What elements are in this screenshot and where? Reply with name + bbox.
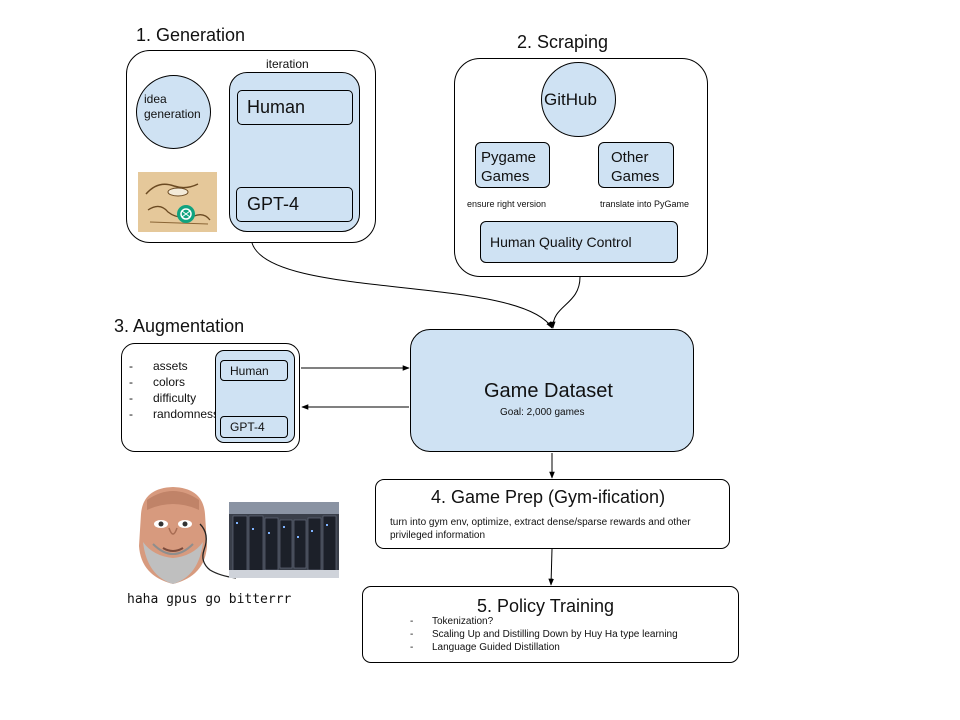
other-games-label: Other Games xyxy=(611,149,660,185)
game-prep-description: turn into gym env, optimize, extract den… xyxy=(390,517,691,541)
game-dataset-box xyxy=(410,329,694,452)
github-label: GitHub xyxy=(544,90,597,109)
scraping-title: 2. Scraping xyxy=(517,32,609,52)
policy-training-title: 5. Policy Training xyxy=(477,596,615,616)
policy-item: Tokenization? xyxy=(404,615,678,628)
idea-generation-circle xyxy=(136,75,211,149)
quality-control-box xyxy=(480,221,678,263)
quality-control-label: Human Quality Control xyxy=(490,234,632,250)
chatgpt-logo-drawing-icon xyxy=(138,172,217,232)
policy-item: Language Guided Distillation xyxy=(404,641,678,654)
augmentation-gpt-label: GPT-4 xyxy=(230,420,265,434)
other-games-box xyxy=(598,142,674,188)
policy-training-list: Tokenization? Scaling Up and Distilling … xyxy=(404,615,678,654)
arrow-scraping-to-dataset xyxy=(549,276,581,329)
augmentation-item: assets xyxy=(123,358,213,374)
game-dataset-goal: Goal: 2,000 games xyxy=(500,407,585,418)
augmentation-human-label: Human xyxy=(230,364,269,378)
meme-caption: haha gpus go bitterrr xyxy=(127,592,292,607)
bearded-man-face-icon xyxy=(133,484,213,588)
generation-human-label: Human xyxy=(247,97,306,117)
augmentation-item: difficulty xyxy=(123,390,213,406)
pygame-games-label: Pygame Games xyxy=(481,149,537,185)
server-racks-icon xyxy=(229,502,339,578)
translate-label: translate into PyGame xyxy=(600,199,690,209)
game-dataset-title: Game Dataset xyxy=(484,380,613,402)
pygame-games-box xyxy=(475,142,550,188)
augmentation-item: colors xyxy=(123,374,213,390)
augmentation-title: 3. Augmentation xyxy=(114,316,245,336)
augmentation-human-box xyxy=(220,360,288,381)
iteration-label: iteration xyxy=(266,57,309,71)
generation-gpt-label: GPT-4 xyxy=(247,194,300,214)
generation-human-box xyxy=(237,90,353,125)
generation-title: 1. Generation xyxy=(136,25,246,45)
arrow-prep-to-policy xyxy=(548,548,554,586)
policy-item: Scaling Up and Distilling Down by Huy Ha… xyxy=(404,628,678,641)
generation-gpt-box xyxy=(236,187,353,222)
github-circle xyxy=(541,62,616,137)
game-prep-box xyxy=(375,479,730,549)
game-prep-title: 4. Game Prep (Gym-ification) xyxy=(431,487,666,507)
augmentation-item: randomness xyxy=(123,406,219,422)
augmentation-gpt-box xyxy=(220,416,288,438)
idea-generation-label: idea generation xyxy=(144,92,201,121)
speech-line-icon xyxy=(199,523,237,579)
augmentation-list: assets colors difficulty randomness xyxy=(123,358,219,422)
ensure-version-label: ensure right version xyxy=(467,199,547,209)
